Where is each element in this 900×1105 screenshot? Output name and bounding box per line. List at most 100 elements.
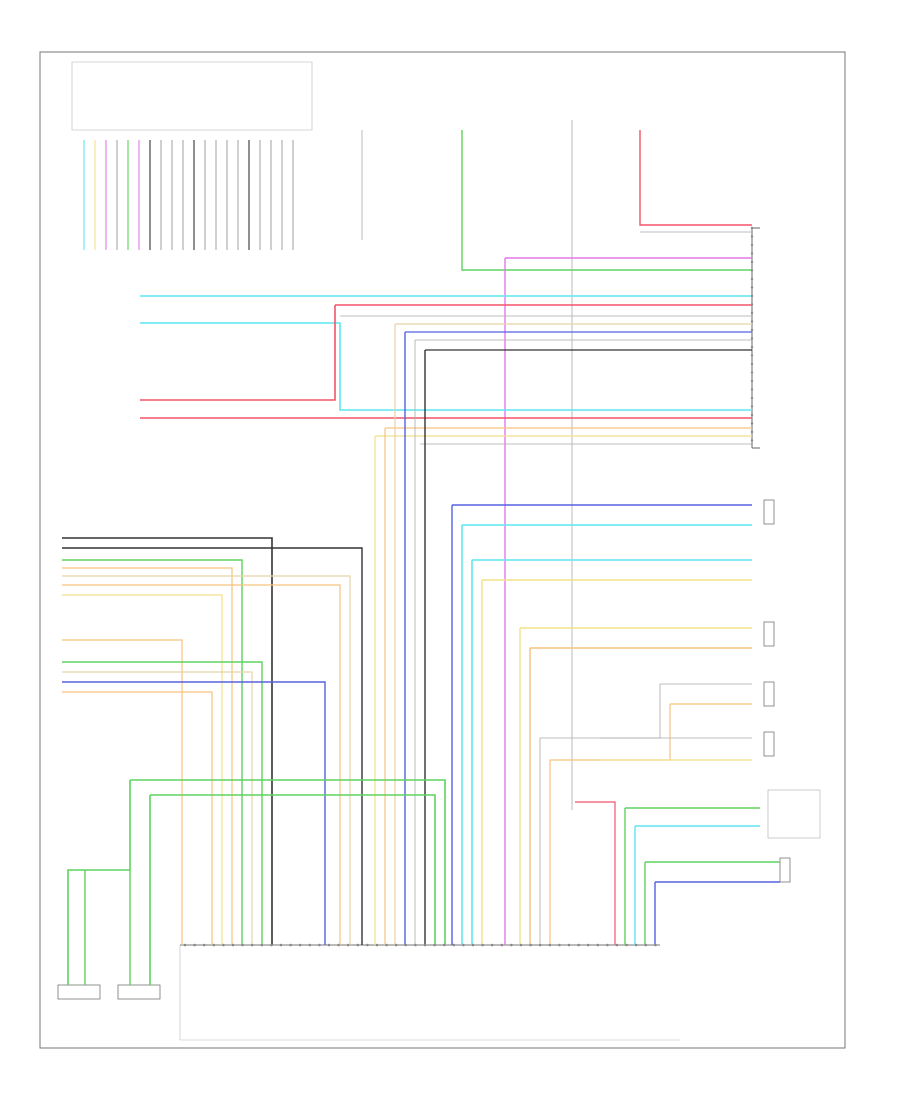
amplifier-pin-tick (394, 943, 398, 947)
wire-82 (62, 671, 253, 945)
amplifier-pin-tick (202, 943, 206, 947)
wire-76 (62, 567, 233, 945)
amplifier-pin-tick (270, 943, 273, 947)
amplifier-pin-tick (298, 943, 302, 947)
amplifier-pin-tick (279, 943, 283, 947)
amplifier-pin-tick (625, 943, 628, 947)
right-front-tweeter-symbol (57, 984, 101, 1000)
amplifier-pin-tick (289, 943, 292, 947)
radio-module-box (751, 227, 760, 449)
amplifier-pin-tick (260, 943, 264, 947)
right-front-door-speaker-symbol (763, 499, 775, 525)
wire-34 (140, 322, 752, 411)
radio-pin-tick (750, 345, 754, 349)
wire-75 (62, 559, 243, 945)
amplifier-pin-tick (442, 943, 446, 947)
amplifier-pin-tick (577, 943, 580, 947)
wire-72 (575, 801, 616, 945)
wire-87 (67, 780, 131, 985)
amplifier-pin-tick (567, 943, 571, 947)
radio-pin-tick (750, 337, 754, 340)
amplifier-pin-tick (346, 943, 350, 947)
wire-77 (62, 575, 351, 945)
radio-pin-tick (750, 243, 754, 247)
amplifier-pin-tick (356, 943, 360, 947)
amplifier-pin-tick (538, 943, 542, 947)
amplifier-pin-tick (250, 943, 254, 947)
wire-86 (150, 794, 436, 945)
radio-pin-tick (750, 328, 754, 332)
amplifier-pin-tick (222, 943, 225, 947)
amplifier-connector-symbol (767, 789, 821, 883)
amplifier-pin-tick (510, 943, 513, 947)
wire-74 (62, 547, 363, 945)
amplifier-pin-tick (596, 943, 600, 947)
amplifier-pin-tick (615, 943, 619, 947)
amplifier-pin-tick (183, 943, 187, 947)
left-rear-speaker-symbol (763, 681, 775, 707)
left-front-tweeter-symbol (763, 731, 775, 757)
radio-pin-tick (750, 252, 754, 255)
amplifier-box (179, 944, 680, 1041)
amplifier-pin-tick (337, 943, 340, 947)
amplifier-pin-tick (385, 943, 388, 947)
amplifier-pin-tick (193, 943, 196, 947)
amplifier-pin-tick (366, 943, 369, 947)
amplifier-pin-tick (423, 943, 427, 947)
wire-78 (62, 584, 341, 945)
wire-23 (639, 130, 752, 226)
amplifier-pin-tick (404, 943, 408, 947)
wire-83 (62, 681, 326, 945)
radio-pin-tick (750, 371, 754, 374)
radio-pin-tick (750, 269, 754, 272)
amplifier-pin-tick (606, 943, 609, 947)
wire-21 (461, 130, 752, 271)
amplifier-pin-tick (481, 943, 484, 947)
amplifier-pin-tick (634, 943, 638, 947)
radio-pin-tick (750, 286, 754, 289)
radio-pin-tick (750, 320, 754, 323)
wire-61 (549, 704, 671, 945)
wire-35 (140, 305, 336, 401)
amplifier-pin-tick (452, 943, 456, 947)
radio-pin-tick (750, 303, 754, 306)
right-front-speaker-symbol (117, 984, 161, 1000)
amplifier-pin-tick (586, 943, 590, 947)
amplifier-pin-tick (558, 943, 561, 947)
left-front-door-speaker-symbol (763, 621, 775, 647)
diagram-frame (39, 51, 846, 1049)
amplifier-pin-tick (529, 943, 532, 947)
connector-ticks (183, 226, 754, 947)
radio-pin-tick (750, 396, 754, 400)
wire-84 (62, 691, 213, 945)
amplifier-pin-tick (490, 943, 494, 947)
amplifier-pin-tick (654, 943, 657, 947)
radio-pin-tick (750, 260, 754, 264)
wire-85 (130, 779, 446, 945)
amplifier-pin-tick (433, 943, 436, 947)
radio-pin-tick (750, 430, 754, 434)
radio-pin-tick (750, 362, 754, 366)
amplifier-pin-tick (519, 943, 523, 947)
top-left-connector-block (71, 61, 313, 131)
wire-80 (62, 639, 183, 945)
amplifier-pin-tick (231, 943, 235, 947)
amplifier-pin-tick (318, 943, 321, 947)
amplifier-pin-tick (644, 943, 648, 947)
radio-pin-tick (750, 379, 754, 383)
wire-59 (539, 684, 661, 945)
radio-pin-tick (750, 294, 754, 298)
amplifier-pin-tick (548, 943, 552, 947)
radio-pin-tick (750, 405, 754, 408)
radio-pin-tick (750, 422, 754, 425)
radio-pin-tick (750, 277, 754, 281)
amplifier-pin-tick (414, 943, 417, 947)
radio-pin-tick (750, 413, 754, 417)
wire-73 (62, 537, 273, 945)
amplifier-pin-tick (500, 943, 504, 947)
radio-pin-tick (750, 311, 754, 315)
amplifier-pin-tick (375, 943, 379, 947)
wire-group (62, 120, 780, 985)
